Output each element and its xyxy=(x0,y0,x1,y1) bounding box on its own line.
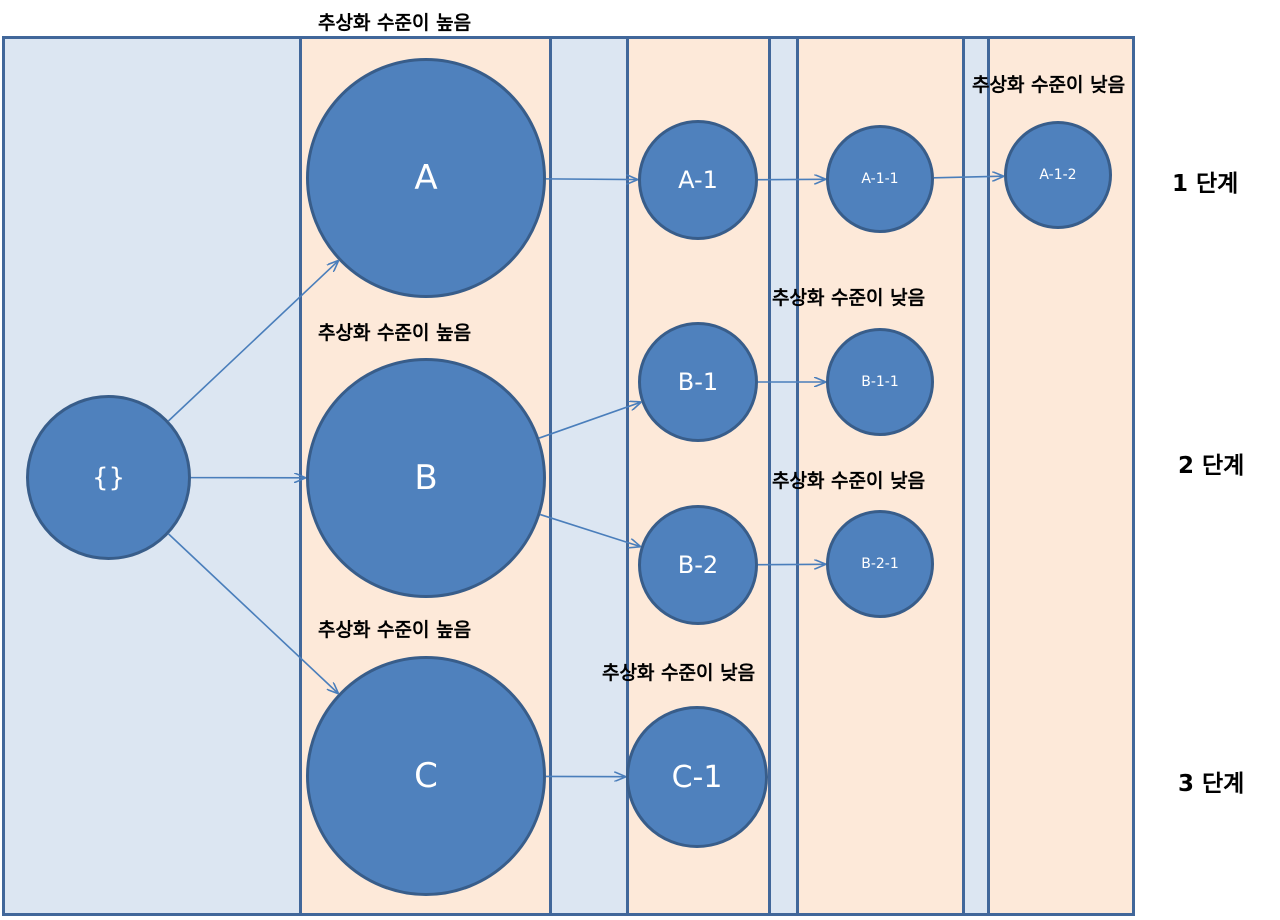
band-gap-column-1 xyxy=(549,36,629,916)
abstraction-label-high-bottom: 추상화 수준이 높음 xyxy=(318,619,472,641)
node-root-label: {} xyxy=(91,462,126,493)
stage-label-2: 2 단계 xyxy=(1178,453,1245,479)
node-b-2-1-label: B-2-1 xyxy=(861,556,899,572)
node-b-2-label: B-2 xyxy=(677,551,719,579)
node-c[interactable]: C xyxy=(306,656,546,896)
abstraction-label-low-b21: 추상화 수준이 낮음 xyxy=(772,470,926,492)
abstraction-label-low-b11: 추상화 수준이 낮음 xyxy=(772,287,926,309)
node-b[interactable]: B xyxy=(306,358,546,598)
node-a[interactable]: A xyxy=(306,58,546,298)
node-a-1[interactable]: A-1 xyxy=(638,120,758,240)
node-a-1-2-label: A-1-2 xyxy=(1039,167,1077,183)
abstraction-label-low-c1: 추상화 수준이 낮음 xyxy=(602,662,756,684)
node-c-label: C xyxy=(414,756,438,796)
abstraction-label-low-a12: 추상화 수준이 낮음 xyxy=(972,74,1126,96)
band-gap-column-3 xyxy=(962,36,990,916)
abstraction-label-high-mid: 추상화 수준이 높음 xyxy=(318,322,472,344)
node-a-1-1[interactable]: A-1-1 xyxy=(826,125,934,233)
node-b-1[interactable]: B-1 xyxy=(638,322,758,442)
node-a-1-label: A-1 xyxy=(678,166,718,194)
node-b-1-label: B-1 xyxy=(677,368,719,396)
node-root[interactable]: {} xyxy=(26,395,191,560)
node-c-1[interactable]: C-1 xyxy=(626,706,768,848)
stage-label-1: 1 단계 xyxy=(1172,171,1239,197)
node-a-1-2[interactable]: A-1-2 xyxy=(1004,121,1112,229)
node-a-label: A xyxy=(414,158,438,198)
node-a-1-1-label: A-1-1 xyxy=(861,171,899,187)
node-c-1-label: C-1 xyxy=(671,759,723,795)
node-b-1-1-label: B-1-1 xyxy=(861,374,899,390)
stage-label-3: 3 단계 xyxy=(1178,771,1245,797)
node-b-2[interactable]: B-2 xyxy=(638,505,758,625)
node-b-label: B xyxy=(414,458,438,498)
abstraction-label-high-top: 추상화 수준이 높음 xyxy=(318,12,472,34)
node-b-2-1[interactable]: B-2-1 xyxy=(826,510,934,618)
node-b-1-1[interactable]: B-1-1 xyxy=(826,328,934,436)
